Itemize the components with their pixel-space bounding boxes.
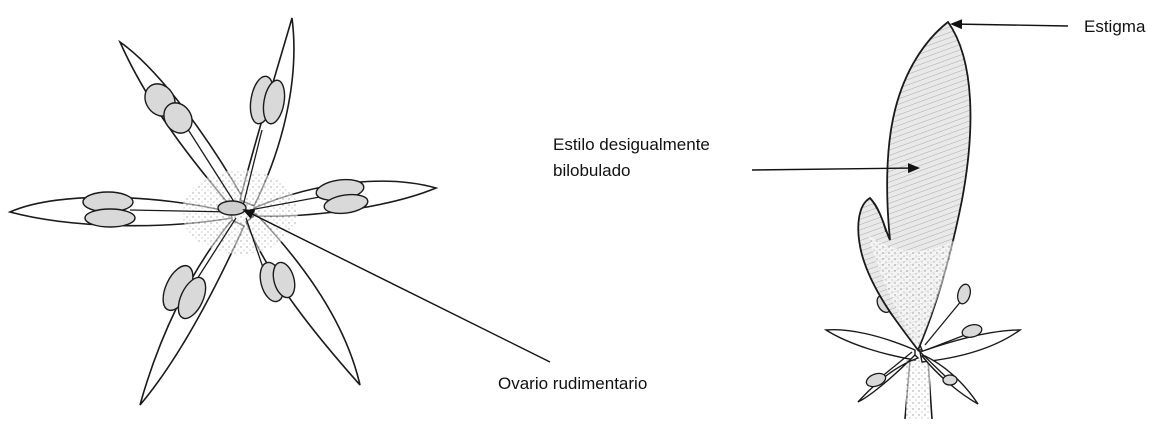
ovary-leader xyxy=(242,209,551,363)
stigma-leader xyxy=(950,19,1069,30)
anther-lower-right xyxy=(259,261,296,303)
stigma-label: Estigma xyxy=(1084,17,1146,36)
anther-upper-right xyxy=(249,75,286,125)
style-label-line1: Estilo desigualmente xyxy=(553,135,710,154)
anther-right xyxy=(315,178,369,215)
ovary-label: Ovario rudimentario xyxy=(498,374,648,393)
anther-lower-left xyxy=(162,264,207,320)
style-label-line2: bilobulado xyxy=(553,161,631,180)
leader-lines xyxy=(242,19,1069,363)
anther-upper-left xyxy=(144,83,193,134)
star-flower xyxy=(7,17,439,406)
pistil-figure xyxy=(823,20,1023,420)
anther-left xyxy=(82,191,136,228)
style-leader xyxy=(751,163,920,174)
rudimentary-ovary xyxy=(217,200,247,216)
anthers xyxy=(82,75,369,320)
